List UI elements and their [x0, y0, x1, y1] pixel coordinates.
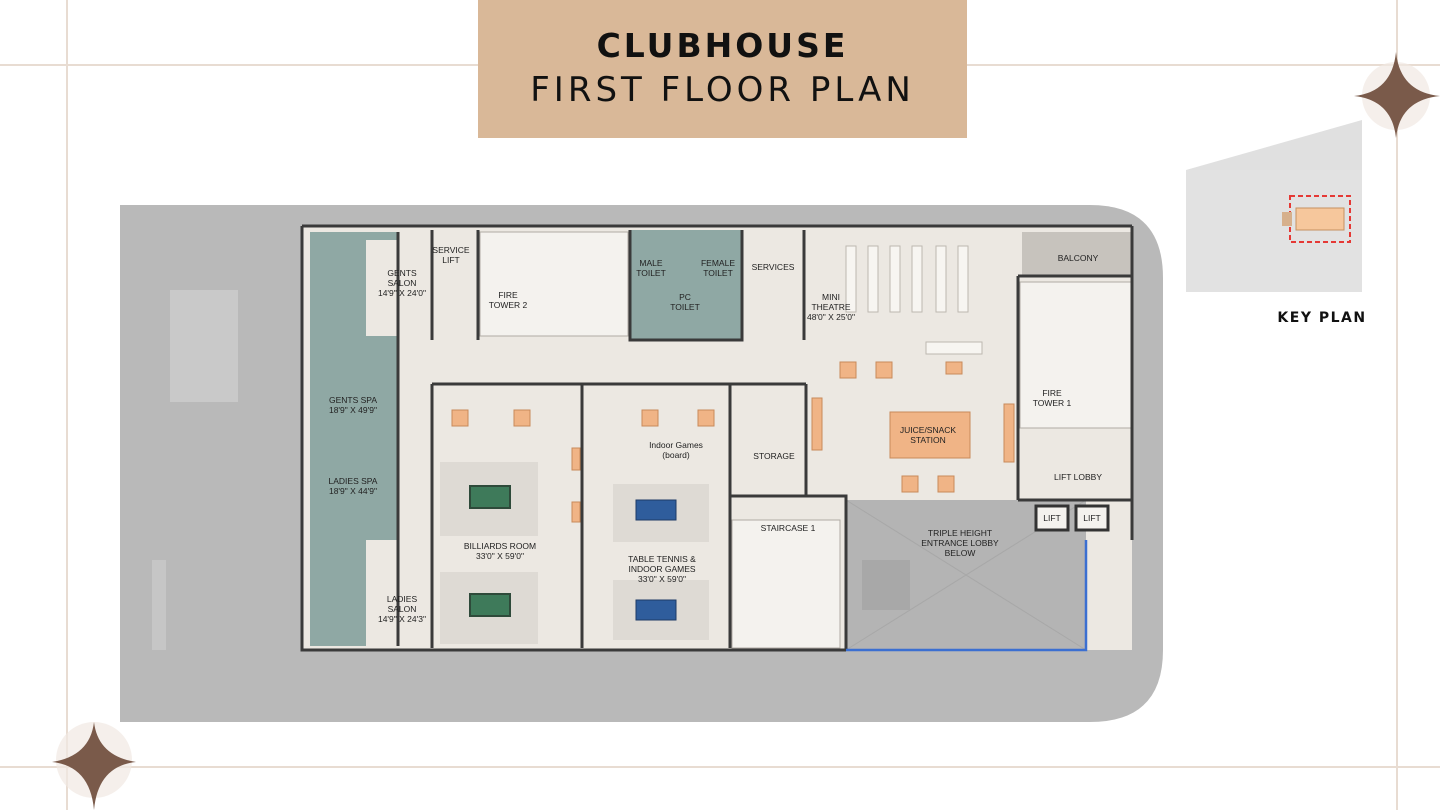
room-storage: STORAGE: [753, 451, 795, 461]
room-services: SERVICES: [751, 262, 795, 272]
theatre-seats: [845, 245, 983, 355]
key-plan-map: [1186, 120, 1362, 292]
page-subtitle: FIRST FLOOR PLAN: [530, 70, 915, 110]
frame-line-bottom: [0, 766, 1440, 768]
title-banner: CLUBHOUSE FIRST FLOOR PLAN: [478, 0, 967, 138]
room-triple-height-lobby: TRIPLE HEIGHT ENTRANCE LOBBY BELOW: [921, 528, 999, 558]
room-male-toilet: MALE TOILET: [636, 258, 666, 278]
room-service-lift: SERVICE LIFT: [432, 245, 470, 265]
frame-line-left: [66, 0, 68, 810]
billiard-table-1: [469, 485, 511, 509]
page-title: CLUBHOUSE: [596, 26, 849, 65]
cafe-tables: [451, 361, 1015, 523]
tt-table-2: [635, 599, 677, 621]
key-plan-label: KEY PLAN: [1277, 310, 1367, 326]
room-pc-toilet: PC TOILET: [670, 292, 700, 312]
room-staircase-1: STAIRCASE 1: [760, 523, 816, 533]
lift-box-1: [1034, 504, 1070, 532]
room-juice-snack-station: JUICE/SNACK STATION: [899, 425, 957, 445]
lift-box-2: [1074, 504, 1110, 532]
room-table-tennis: TABLE TENNIS & INDOOR GAMES 33'0" X 59'0…: [628, 554, 696, 584]
frame-line-right: [1396, 0, 1398, 810]
room-lift-lobby: LIFT LOBBY: [1053, 472, 1103, 482]
room-gents-salon: GENTS SALON 14'9" X 24'0": [377, 268, 427, 298]
room-lift-a: LIFT: [1043, 513, 1061, 523]
sparkle-star-icon-top-right: [1354, 52, 1440, 138]
room-ladies-spa: LADIES SPA 18'9" X 44'9": [328, 476, 378, 496]
billiard-table-2: [469, 593, 511, 617]
room-fire-tower-2: FIRE TOWER 2: [488, 290, 528, 310]
room-fire-tower-1: FIRE TOWER 1: [1032, 388, 1072, 408]
balcony-area: [1022, 232, 1132, 276]
room-lift-b: LIFT: [1083, 513, 1101, 523]
sparkle-star-icon-bottom-left: [52, 722, 136, 810]
room-gents-spa: GENTS SPA 18'9" X 49'9": [328, 395, 378, 415]
glass-facade: [846, 540, 1088, 652]
toilet-zone: [630, 230, 742, 340]
room-balcony: BALCONY: [1057, 253, 1099, 263]
tt-table-1: [635, 499, 677, 521]
room-mini-theatre: MINI THEATRE 48'0" X 25'0": [806, 292, 856, 322]
site-pool: [170, 290, 238, 402]
room-ladies-salon: LADIES SALON 14'9" X 24'3": [377, 594, 427, 624]
room-indoor-games-board: Indoor Games (board): [649, 440, 703, 460]
room-billiards: BILLIARDS ROOM 33'0" X 59'0": [463, 541, 537, 561]
staircases: [479, 231, 1133, 649]
walls: [300, 224, 1134, 652]
room-female-toilet: FEMALE TOILET: [700, 258, 735, 278]
